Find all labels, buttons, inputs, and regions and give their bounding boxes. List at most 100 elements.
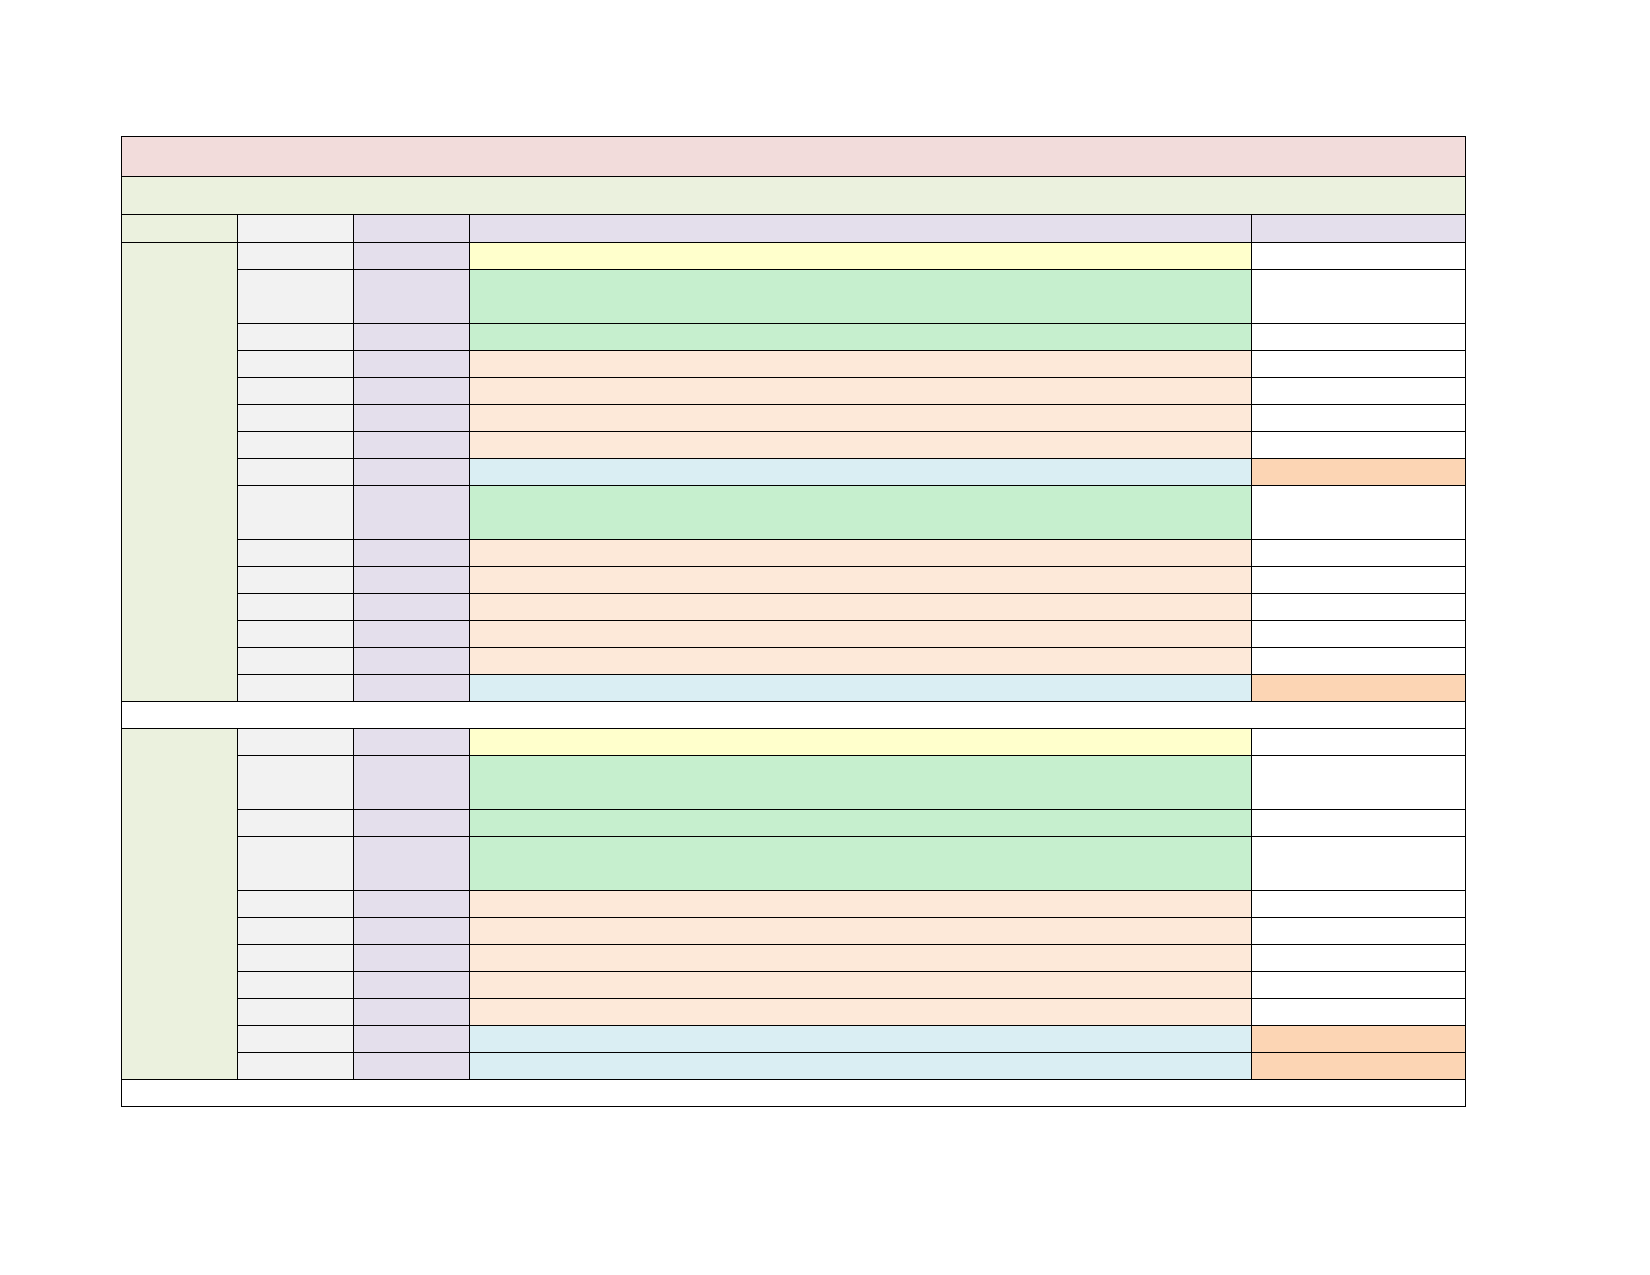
- row-description-cell[interactable]: [469, 620, 1252, 648]
- row-cell-b[interactable]: [237, 755, 354, 810]
- row-description-cell[interactable]: [469, 674, 1252, 702]
- row-cell-b[interactable]: [237, 1052, 354, 1080]
- row-value-cell[interactable]: [1251, 485, 1466, 540]
- section-footer-row[interactable]: [121, 701, 1466, 729]
- row-description-cell[interactable]: [469, 1052, 1252, 1080]
- row-value-cell[interactable]: [1251, 674, 1466, 702]
- row-cell-b[interactable]: [237, 620, 354, 648]
- row-cell-b[interactable]: [237, 836, 354, 891]
- row-cell-b[interactable]: [237, 458, 354, 486]
- row-description-cell[interactable]: [469, 917, 1252, 945]
- row-cell-c[interactable]: [353, 944, 470, 972]
- row-cell-b[interactable]: [237, 917, 354, 945]
- row-cell-b[interactable]: [237, 971, 354, 999]
- row-cell-c[interactable]: [353, 836, 470, 891]
- row-description-cell[interactable]: [469, 539, 1252, 567]
- row-description-cell[interactable]: [469, 485, 1252, 540]
- row-cell-c[interactable]: [353, 269, 470, 324]
- row-description-cell[interactable]: [469, 836, 1252, 891]
- row-description-cell[interactable]: [469, 971, 1252, 999]
- row-cell-c[interactable]: [353, 377, 470, 405]
- row-value-cell[interactable]: [1251, 971, 1466, 999]
- row-value-cell[interactable]: [1251, 917, 1466, 945]
- row-cell-c[interactable]: [353, 971, 470, 999]
- section-label[interactable]: [121, 242, 238, 702]
- row-cell-b[interactable]: [237, 566, 354, 594]
- row-value-cell[interactable]: [1251, 1052, 1466, 1080]
- row-cell-c[interactable]: [353, 593, 470, 621]
- row-value-cell[interactable]: [1251, 242, 1466, 270]
- row-cell-c[interactable]: [353, 566, 470, 594]
- row-description-cell[interactable]: [469, 242, 1252, 270]
- row-description-cell[interactable]: [469, 647, 1252, 675]
- row-description-cell[interactable]: [469, 458, 1252, 486]
- row-value-cell[interactable]: [1251, 944, 1466, 972]
- row-cell-c[interactable]: [353, 404, 470, 432]
- row-cell-b[interactable]: [237, 350, 354, 378]
- row-cell-c[interactable]: [353, 323, 470, 351]
- row-cell-c[interactable]: [353, 350, 470, 378]
- row-cell-c[interactable]: [353, 242, 470, 270]
- column-header[interactable]: [469, 214, 1252, 243]
- row-cell-c[interactable]: [353, 458, 470, 486]
- row-description-cell[interactable]: [469, 566, 1252, 594]
- row-cell-b[interactable]: [237, 485, 354, 540]
- row-value-cell[interactable]: [1251, 458, 1466, 486]
- row-cell-b[interactable]: [237, 242, 354, 270]
- row-cell-c[interactable]: [353, 1052, 470, 1080]
- row-cell-c[interactable]: [353, 890, 470, 918]
- row-cell-b[interactable]: [237, 674, 354, 702]
- section-footer-row[interactable]: [121, 1079, 1466, 1107]
- row-cell-b[interactable]: [237, 323, 354, 351]
- row-description-cell[interactable]: [469, 269, 1252, 324]
- row-value-cell[interactable]: [1251, 755, 1466, 810]
- row-cell-c[interactable]: [353, 674, 470, 702]
- row-description-cell[interactable]: [469, 431, 1252, 459]
- row-value-cell[interactable]: [1251, 566, 1466, 594]
- row-description-cell[interactable]: [469, 944, 1252, 972]
- row-value-cell[interactable]: [1251, 890, 1466, 918]
- row-cell-b[interactable]: [237, 269, 354, 324]
- row-cell-c[interactable]: [353, 431, 470, 459]
- row-cell-c[interactable]: [353, 485, 470, 540]
- row-description-cell[interactable]: [469, 323, 1252, 351]
- row-cell-c[interactable]: [353, 917, 470, 945]
- row-value-cell[interactable]: [1251, 404, 1466, 432]
- row-value-cell[interactable]: [1251, 593, 1466, 621]
- row-value-cell[interactable]: [1251, 728, 1466, 756]
- row-value-cell[interactable]: [1251, 431, 1466, 459]
- row-cell-b[interactable]: [237, 1025, 354, 1053]
- row-cell-b[interactable]: [237, 809, 354, 837]
- row-description-cell[interactable]: [469, 1025, 1252, 1053]
- row-cell-c[interactable]: [353, 755, 470, 810]
- row-description-cell[interactable]: [469, 809, 1252, 837]
- row-cell-b[interactable]: [237, 890, 354, 918]
- row-cell-b[interactable]: [237, 539, 354, 567]
- row-value-cell[interactable]: [1251, 323, 1466, 351]
- row-cell-b[interactable]: [237, 944, 354, 972]
- row-description-cell[interactable]: [469, 998, 1252, 1026]
- row-value-cell[interactable]: [1251, 809, 1466, 837]
- row-description-cell[interactable]: [469, 890, 1252, 918]
- row-cell-b[interactable]: [237, 377, 354, 405]
- row-description-cell[interactable]: [469, 593, 1252, 621]
- row-value-cell[interactable]: [1251, 836, 1466, 891]
- row-value-cell[interactable]: [1251, 1025, 1466, 1053]
- column-header[interactable]: [1251, 214, 1466, 243]
- row-cell-c[interactable]: [353, 809, 470, 837]
- row-value-cell[interactable]: [1251, 377, 1466, 405]
- row-cell-c[interactable]: [353, 998, 470, 1026]
- row-cell-c[interactable]: [353, 647, 470, 675]
- row-value-cell[interactable]: [1251, 539, 1466, 567]
- row-cell-b[interactable]: [237, 728, 354, 756]
- column-header[interactable]: [121, 214, 238, 243]
- row-cell-b[interactable]: [237, 647, 354, 675]
- row-description-cell[interactable]: [469, 404, 1252, 432]
- section-label[interactable]: [121, 728, 238, 1080]
- column-header[interactable]: [237, 214, 354, 243]
- row-cell-c[interactable]: [353, 1025, 470, 1053]
- row-cell-c[interactable]: [353, 620, 470, 648]
- row-value-cell[interactable]: [1251, 620, 1466, 648]
- row-value-cell[interactable]: [1251, 350, 1466, 378]
- row-description-cell[interactable]: [469, 377, 1252, 405]
